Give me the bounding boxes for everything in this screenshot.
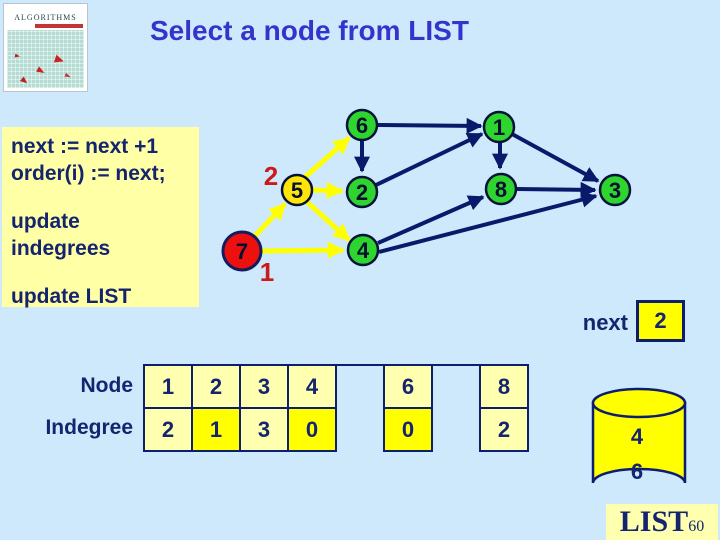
table-row-label-indegree: Indegree — [45, 416, 133, 439]
order-label-node-7: 1 — [260, 257, 274, 287]
next-counter-label: next — [582, 310, 628, 335]
indegree-cell-1: 2 — [143, 407, 193, 452]
node-cell-4: 4 — [287, 364, 337, 409]
pseudocode-line: indegrees — [11, 237, 111, 260]
edge-1-3 — [511, 132, 600, 183]
svg-text:7: 7 — [236, 239, 248, 264]
graph-node-7: 7 — [221, 230, 263, 272]
page-title: Select a node from LIST — [150, 15, 469, 46]
table-row-label-node: Node — [80, 374, 134, 397]
edge-5-6 — [302, 136, 351, 180]
graph-node-6: 6 — [345, 108, 379, 142]
indegree-cell-8: 2 — [479, 407, 529, 452]
svg-text:4: 4 — [357, 238, 370, 263]
logo-title: ALGORITHMS — [14, 13, 77, 22]
svg-text:8: 8 — [495, 177, 507, 202]
node-cell-8: 8 — [479, 364, 529, 409]
logo-red-bar — [35, 24, 83, 28]
svg-text:1: 1 — [493, 115, 505, 140]
logo-cover-art — [7, 30, 84, 88]
pseudocode-line: next := next +1 — [11, 135, 159, 158]
graph-node-5: 5 — [280, 173, 314, 207]
node-cell-1: 1 — [143, 364, 193, 409]
edge-2-1 — [375, 132, 484, 187]
svg-text:5: 5 — [291, 178, 303, 203]
node-cell-2: 2 — [191, 364, 241, 409]
indegree-cell-6: 0 — [383, 407, 433, 452]
indegree-cell-4: 0 — [287, 407, 337, 452]
next-counter-value: 2 — [636, 300, 685, 342]
pseudocode-box: next := next +1 order(i) := next; update… — [2, 127, 199, 308]
algorithms-book-logo: ALGORITHMS — [3, 3, 88, 92]
edge-7-4 — [261, 241, 345, 259]
pseudocode-line: update LIST — [11, 285, 132, 308]
list-label: LIST — [619, 505, 689, 538]
list-item: 4 — [631, 424, 644, 449]
indegree-cell-2: 1 — [191, 407, 241, 452]
graph-node-3: 3 — [598, 173, 632, 207]
edge-4-8 — [377, 195, 485, 245]
indegree-cell-3: 3 — [239, 407, 289, 452]
list-label-box: LIST60 — [606, 504, 718, 540]
edge-6-1 — [377, 117, 483, 134]
graph-node-2: 2 — [345, 175, 379, 209]
graph-node-8: 8 — [484, 172, 518, 206]
pseudocode-line: order(i) := next; — [11, 162, 166, 185]
edge-5-4 — [304, 199, 351, 242]
edge-8-3 — [516, 181, 597, 198]
graph-node-1: 1 — [482, 110, 516, 144]
list-cylinder: 4 6 — [591, 387, 687, 484]
node-cell-6: 6 — [383, 364, 433, 409]
edge-4-3 — [378, 191, 598, 254]
svg-text:6: 6 — [356, 113, 368, 138]
svg-text:3: 3 — [609, 178, 621, 203]
edge-7-5 — [250, 202, 287, 241]
pseudocode-line: update — [11, 210, 80, 233]
graph-node-4: 4 — [346, 233, 380, 267]
list-item: 6 — [631, 459, 643, 484]
node-cell-3: 3 — [239, 364, 289, 409]
order-label-node-5: 2 — [264, 161, 278, 191]
svg-text:2: 2 — [356, 180, 368, 205]
edge-5-2 — [312, 181, 344, 199]
slide-page-number: 60 — [688, 518, 705, 535]
